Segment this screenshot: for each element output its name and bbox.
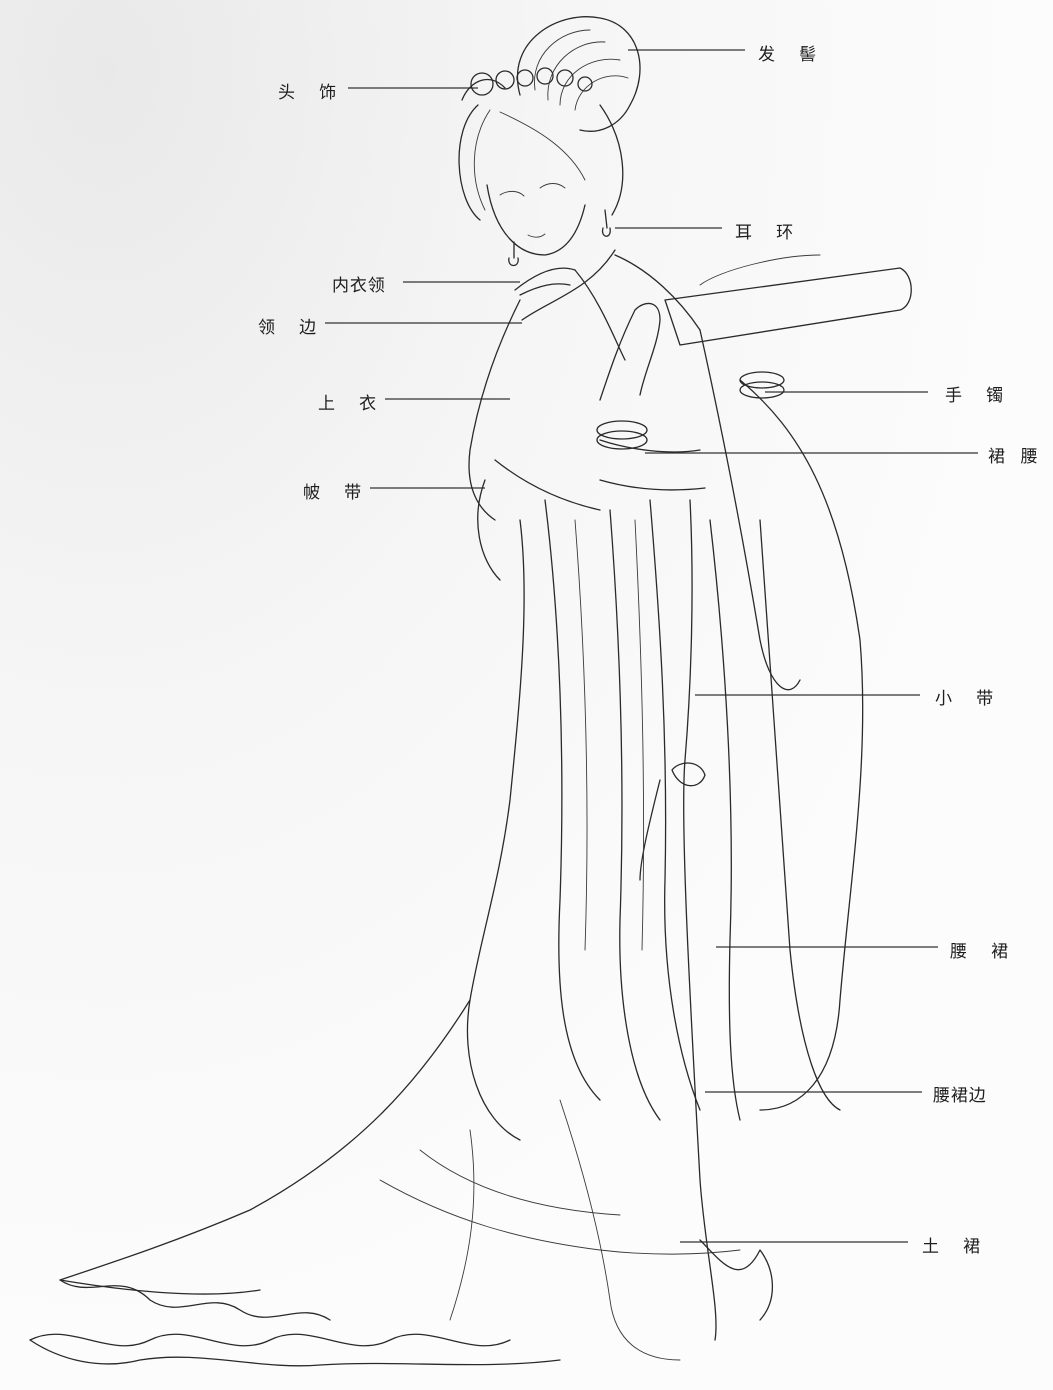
label-outer-skirt: 土 裙	[922, 1232, 989, 1257]
collar-edge-shape	[522, 250, 625, 360]
scroll	[665, 268, 911, 345]
upper-garment-shape	[469, 255, 700, 520]
label-collar-edge: 领 边	[258, 313, 325, 338]
small-sash-shape	[684, 500, 716, 1340]
bracelet-left	[597, 421, 647, 439]
label-inner-collar: 内衣领	[332, 271, 386, 296]
hand	[600, 303, 660, 400]
earring-shape	[603, 210, 611, 236]
label-upper-garment: 上 衣	[318, 389, 385, 414]
inner-collar-shape	[515, 268, 575, 295]
label-skirt-waist: 裙 腰	[988, 442, 1043, 467]
eye-right	[540, 184, 565, 189]
eye-left	[500, 191, 524, 196]
face-outline	[487, 185, 585, 255]
headdress-ornament	[462, 68, 592, 100]
label-shawl-sash: 帔 带	[303, 478, 370, 503]
mouth	[528, 234, 545, 237]
label-bracelet: 手 镯	[945, 381, 1012, 406]
label-small-sash: 小 带	[935, 684, 1002, 709]
waist-skirt-shape	[710, 520, 740, 1120]
hair-bun-shape	[517, 17, 640, 132]
label-waist-skirt: 腰 裙	[950, 937, 1017, 962]
label-earring: 耳 环	[735, 218, 802, 243]
label-headdress: 头 饰	[278, 78, 345, 103]
label-hair-bun: 发 髻	[758, 40, 825, 65]
label-waist-skirt-edge: 腰裙边	[933, 1081, 987, 1106]
leader-lines	[325, 50, 978, 1242]
skirt-waist-band	[600, 440, 705, 490]
shawl-sash-shape	[478, 460, 600, 580]
outer-skirt-hem	[60, 1000, 470, 1294]
